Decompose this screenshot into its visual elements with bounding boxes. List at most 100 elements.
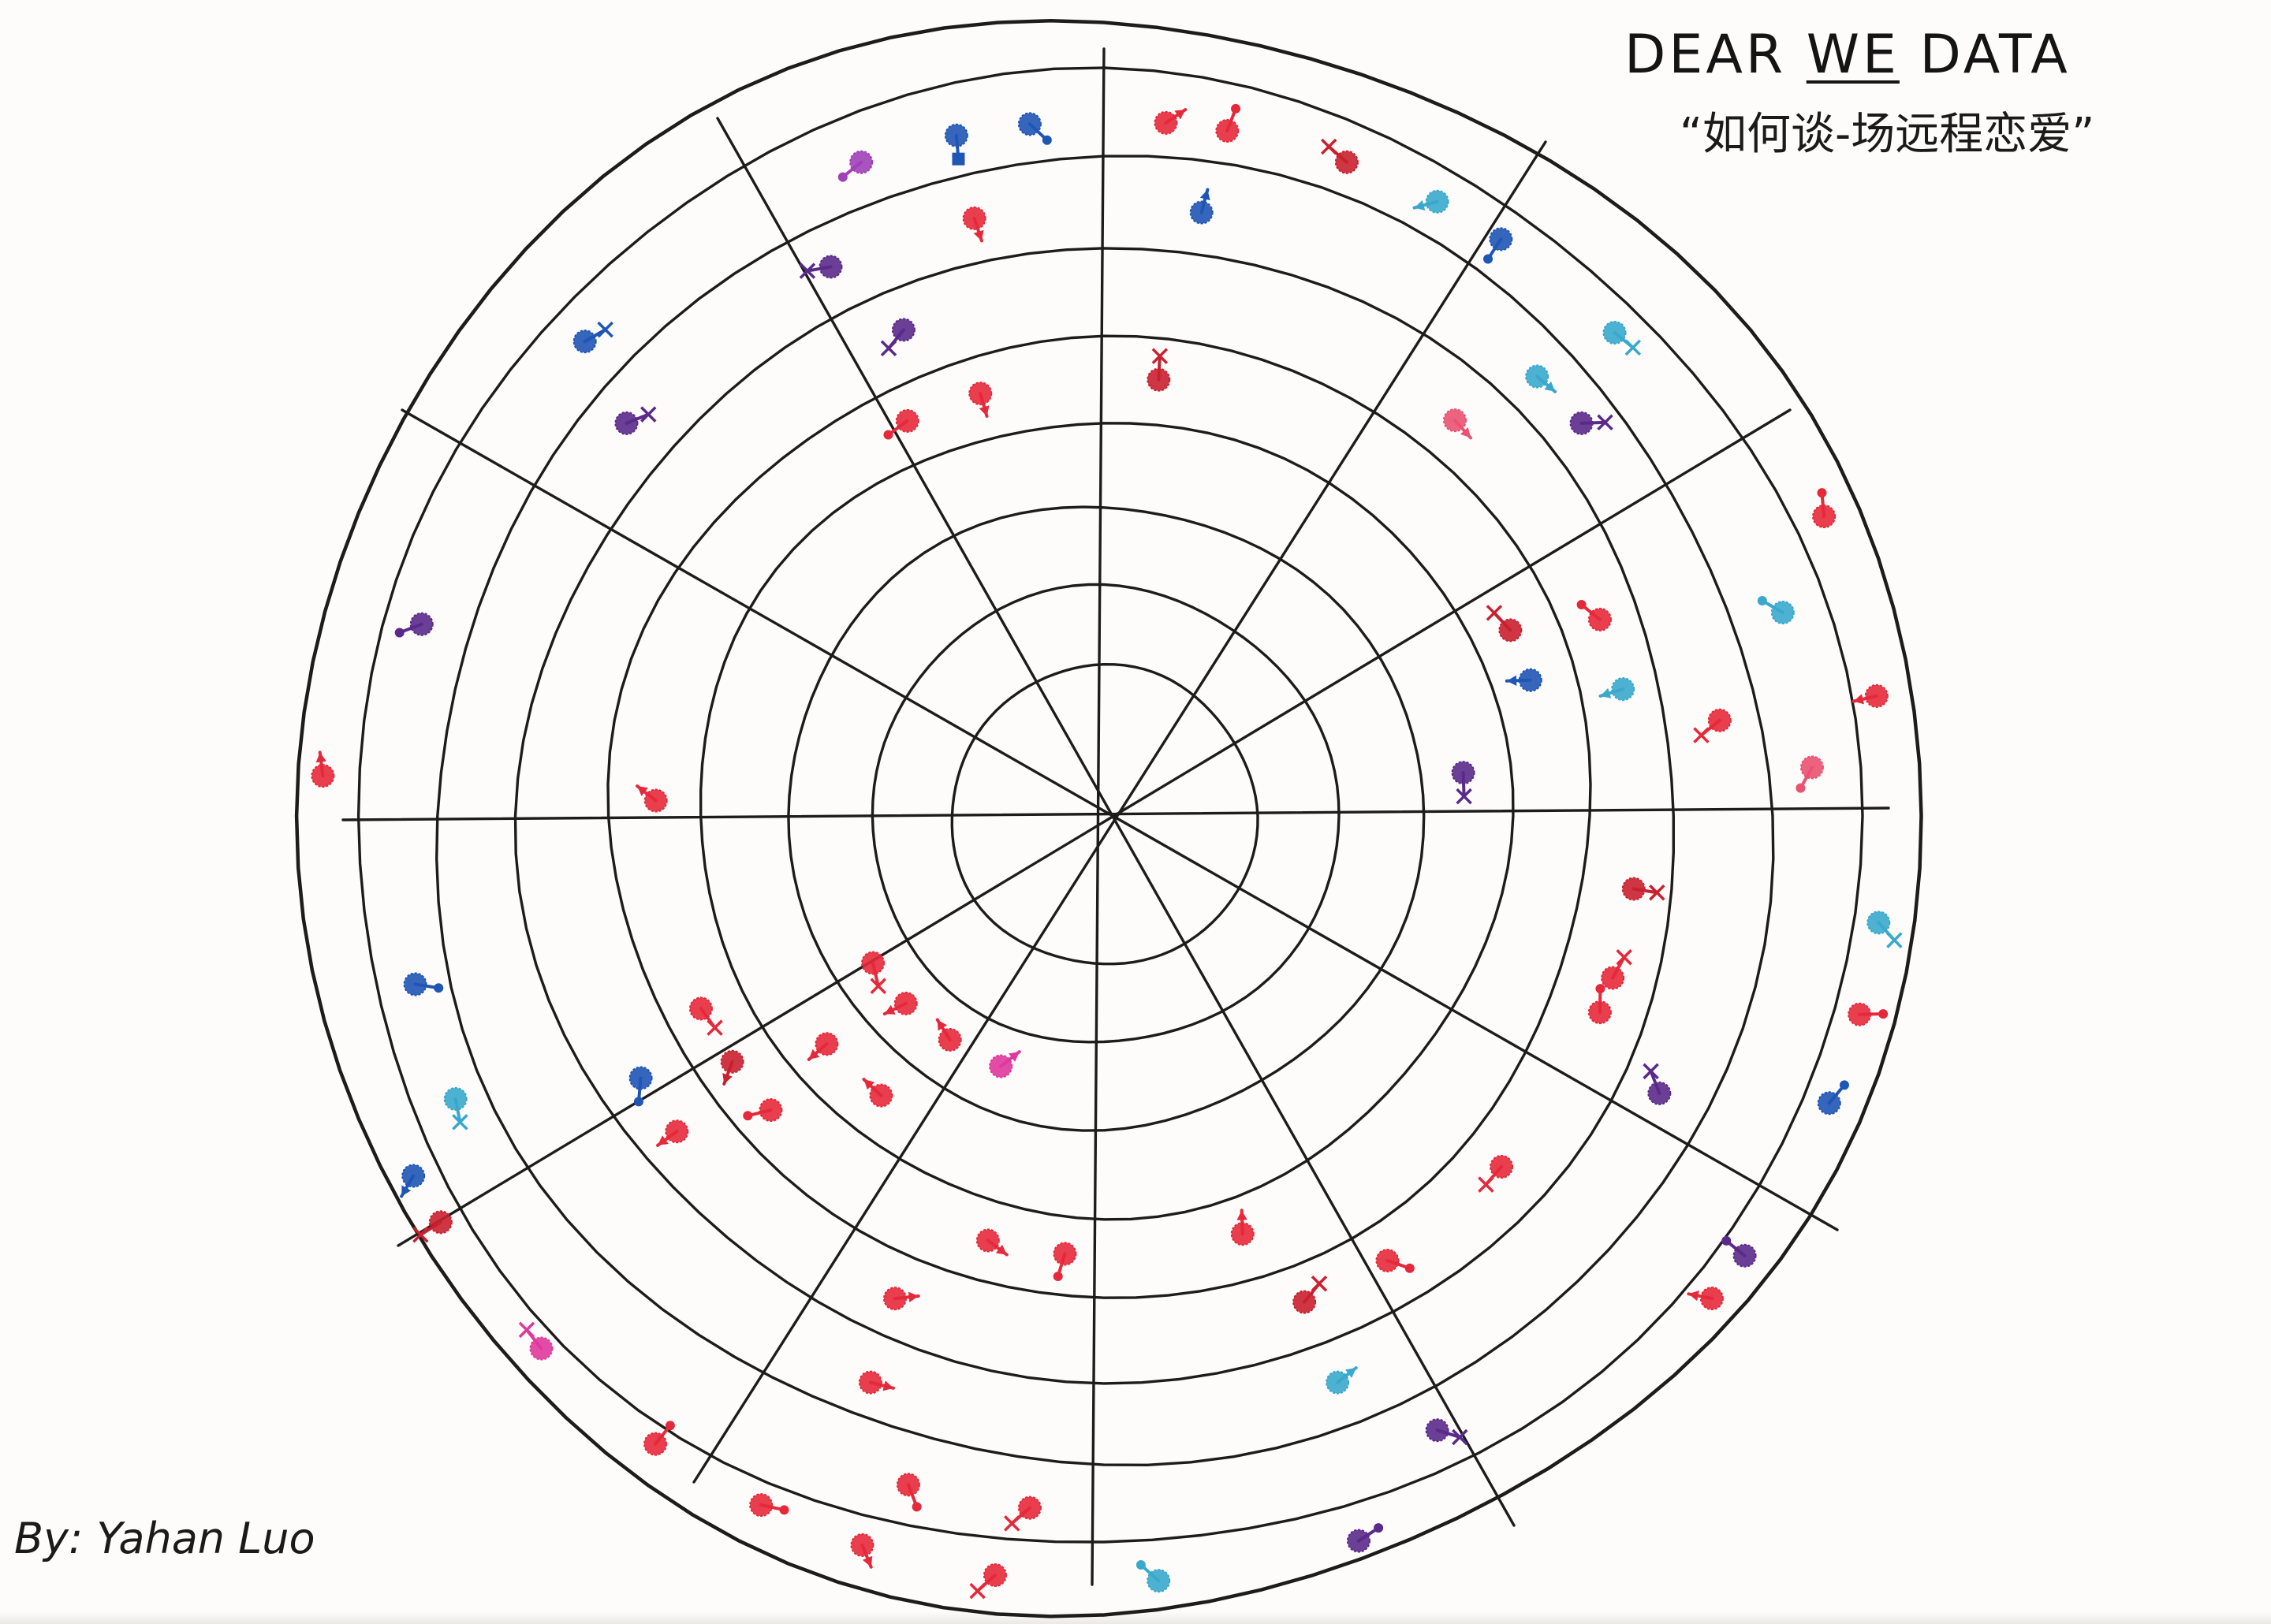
data-glyph (1721, 1235, 1757, 1268)
glyph-hatch (968, 382, 993, 406)
glyph-arrow (1460, 426, 1471, 438)
data-glyph (443, 1086, 468, 1130)
glyph-stem (1631, 887, 1659, 895)
glyph-arrow (315, 752, 326, 763)
glyph-hatch (1699, 1287, 1724, 1311)
data-glyph (403, 972, 444, 996)
glyph-cross (1649, 885, 1665, 901)
glyph-arrow (1688, 1291, 1699, 1302)
data-glyph (1848, 1002, 1889, 1026)
glyph-dot (434, 983, 444, 993)
glyph-cross (1616, 949, 1632, 966)
glyph-hatch (1732, 1243, 1757, 1268)
data-glyph (1587, 984, 1612, 1025)
data-glyph (807, 1032, 839, 1061)
glyph-arrow (808, 1049, 820, 1060)
spoke-line (1091, 47, 1106, 1586)
glyph-square (952, 152, 965, 166)
data-glyph (1757, 595, 1795, 624)
ring-line (356, 66, 1864, 1544)
glyph-cross (1886, 932, 1903, 948)
glyph-hatch (443, 1086, 468, 1111)
glyph-hatch (896, 1473, 920, 1497)
glyph-hatch (1498, 618, 1523, 643)
glyph-hatch (1425, 189, 1449, 214)
glyph-hatch (688, 996, 713, 1021)
glyph-arrow (1544, 381, 1556, 392)
glyph-hatch (891, 318, 915, 342)
spoke-lines (341, 47, 1890, 1586)
glyph-hatch (403, 972, 427, 996)
data-glyph (1147, 348, 1171, 392)
data-glyph (749, 1493, 789, 1518)
data-glyph (1483, 227, 1513, 264)
glyph-cross (1643, 1063, 1659, 1080)
data-glyph (1004, 1495, 1042, 1532)
data-glyph (1812, 488, 1837, 529)
glyph-dot (633, 1097, 643, 1107)
ring-line (513, 247, 1675, 1385)
data-glyph (518, 1321, 554, 1361)
glyph-cross (799, 263, 816, 279)
data-glyph (962, 206, 986, 243)
glyph-cross (412, 1227, 429, 1243)
glyph-dot (1595, 984, 1605, 994)
glyph-dot (1483, 254, 1493, 264)
glyph-hatch (1525, 364, 1549, 389)
glyph-hatch (428, 1210, 453, 1235)
data-glyph (969, 1563, 1007, 1600)
data-glyph (311, 751, 335, 788)
glyph-cross (1693, 727, 1710, 743)
data-glyph (1851, 683, 1889, 708)
glyph-hatch (858, 1370, 882, 1395)
glyph-hatch (1425, 1418, 1449, 1443)
data-glyph (1375, 1248, 1415, 1273)
spoke-line (397, 408, 1792, 1247)
glyph-dot (883, 430, 893, 440)
glyph-dot (1878, 1009, 1889, 1019)
glyph-arrow (979, 405, 990, 416)
data-glyph (1136, 1560, 1171, 1593)
data-glyph (1602, 320, 1642, 356)
glyph-hatch (1866, 911, 1891, 935)
glyph-stem (1435, 1428, 1462, 1439)
glyph-arrow (884, 1004, 896, 1015)
glyph-stem (871, 961, 880, 988)
glyph-hatch (643, 1432, 668, 1456)
glyph-hatch (1770, 600, 1795, 624)
data-glyph (688, 996, 723, 1036)
data-glyph (799, 255, 843, 279)
glyph-hatch (989, 1054, 1013, 1078)
data-glyph (1189, 188, 1214, 225)
data-glyph (989, 1050, 1021, 1078)
glyph-hatch (1375, 1248, 1400, 1272)
glyph-cross (1151, 348, 1169, 364)
glyph-dot (837, 172, 848, 182)
data-glyph (636, 784, 668, 813)
glyph-arrow (908, 1291, 919, 1302)
glyph-cross (597, 321, 613, 338)
glyph-arrow (937, 1019, 947, 1031)
data-glyph (968, 382, 993, 418)
glyph-hatch (1490, 1154, 1514, 1179)
glyph-arrow (995, 1244, 1007, 1255)
data-glyph (1569, 411, 1613, 435)
glyph-arrow (1174, 110, 1186, 120)
data-glyph (412, 1210, 453, 1243)
glyph-hatch (962, 206, 986, 230)
data-glyph (643, 1421, 675, 1456)
glyph-cross (870, 978, 886, 995)
glyph-hatch (938, 1027, 962, 1052)
glyph-cross (1320, 138, 1337, 155)
title-part-dear: DEAR (1624, 24, 1807, 86)
glyph-hatch (1602, 320, 1627, 345)
glyph-hatch (1147, 1569, 1171, 1593)
data-glyph (614, 406, 657, 435)
data-glyph (975, 1228, 1009, 1257)
glyph-dot (1721, 1235, 1732, 1246)
data-glyph (656, 1119, 689, 1147)
glyph-hatch (1017, 1495, 1042, 1520)
glyph-dot (1757, 595, 1767, 605)
